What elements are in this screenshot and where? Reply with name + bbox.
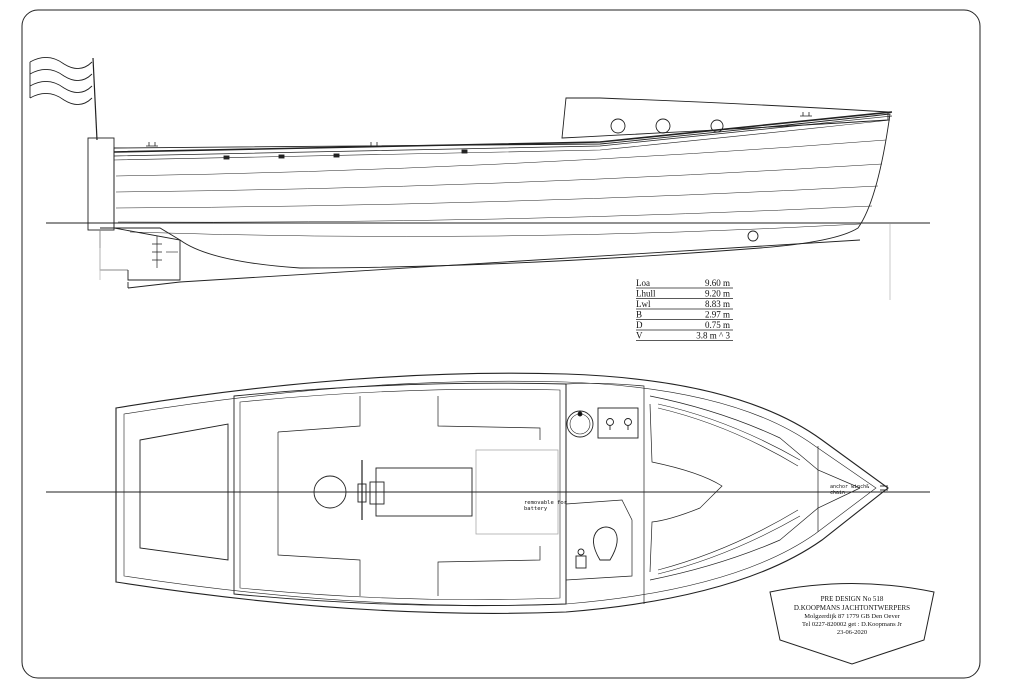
particular-label: Loa <box>636 278 650 288</box>
battery-note: removable for <box>524 500 568 506</box>
particular-value: 9.20 m <box>705 289 730 299</box>
particular-label: V <box>636 331 643 341</box>
porthole-icon <box>610 118 626 134</box>
designer-name: D.KOOPMANS JACHTONTWERPERS <box>794 604 910 612</box>
designer-address: Molgzerdijk 87 1779 GB Den Oever <box>804 613 900 620</box>
particular-label: Lhull <box>636 289 656 299</box>
title-block: PRE DESIGN No 518 D.KOOPMANS JACHTONTWER… <box>769 583 935 665</box>
cleat-icon <box>146 112 812 147</box>
particular-value: 2.97 m <box>705 310 730 320</box>
flag-icon <box>29 57 98 141</box>
side-profile-view <box>29 57 930 300</box>
particular-value: 8.83 m <box>705 299 730 309</box>
through-hull-icon <box>747 230 759 242</box>
anchor-note: anchor winch& <box>830 484 869 490</box>
plan-view <box>46 372 930 614</box>
particular-label: Lwl <box>636 299 651 309</box>
anchor-note: chain <box>830 490 845 496</box>
porthole-icon <box>710 119 724 133</box>
particular-label: B <box>636 310 642 320</box>
particular-label: D <box>636 320 643 330</box>
porthole-icon <box>655 118 671 134</box>
toilet-icon <box>593 526 618 561</box>
particular-value: 9.60 m <box>705 278 730 288</box>
rudder-icon <box>100 227 181 281</box>
particulars-table: Loa 9.60 m Lhull 9.20 m Lwl 8.83 m B 2.97 m D 0.7… <box>636 278 733 341</box>
cabin-profile <box>561 97 889 139</box>
particular-value: 3.8 m ^ 3 <box>696 331 730 341</box>
design-number: PRE DESIGN No 518 <box>821 595 884 603</box>
sink-icon <box>566 410 594 438</box>
battery-note: battery <box>524 506 548 512</box>
sheet-border <box>21 9 981 679</box>
drawing-date: 23-06-2020 <box>837 629 867 636</box>
particular-value: 0.75 m <box>705 320 730 330</box>
stove-icon <box>597 407 639 439</box>
designer-contact: Tel 0227-820002 get : D.Koopmans Jr <box>802 621 903 628</box>
plan-notes: removable for battery anchor winch& chai… <box>524 484 869 512</box>
title-block-frame <box>769 583 935 665</box>
